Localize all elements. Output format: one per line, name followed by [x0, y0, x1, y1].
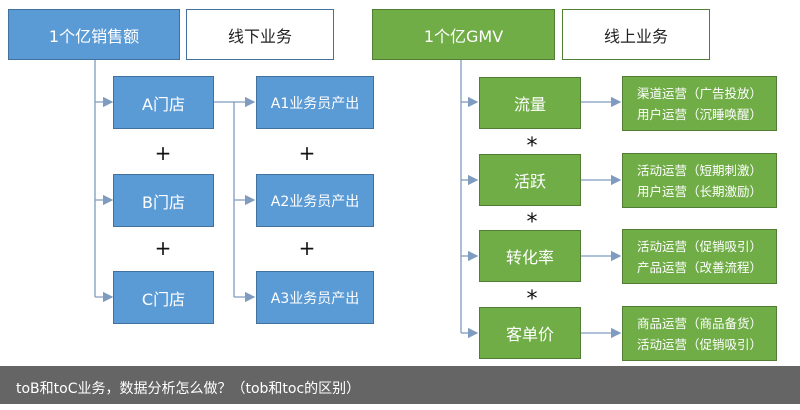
detail-traffic-box: 渠道运营（广告投放） 用户运营（沉睡唤醒）	[622, 76, 777, 131]
detail-line: 用户运营（长期激励）	[636, 183, 762, 199]
store-c-box: C门店	[113, 271, 214, 324]
store-a-label: A门店	[142, 94, 185, 114]
store-b-label: B门店	[142, 192, 185, 212]
detail-line: 渠道运营（广告投放）	[636, 85, 762, 101]
multiply-sign: *	[526, 134, 538, 159]
detail-conversion-box: 活动运营（促销吸引） 产品运营（改善流程）	[622, 229, 777, 284]
online-label-box: 线上业务	[562, 9, 710, 60]
detail-active-box: 活动运营（短期刺激） 用户运营（长期激励）	[622, 153, 777, 208]
detail-aov-box: 商品运营（商品备货） 活动运营（促销吸引）	[622, 306, 777, 361]
detail-line: 商品运营（商品备货）	[636, 315, 762, 331]
offline-header-text: 1个亿销售额	[48, 26, 140, 46]
store-c-label: C门店	[141, 289, 186, 309]
staff-a3-box: A3业务员产出	[256, 271, 374, 324]
caption-overlay	[0, 366, 800, 404]
plus-sign: +	[298, 141, 316, 165]
plus-sign: +	[154, 141, 172, 165]
online-label-text: 线上业务	[603, 26, 668, 46]
store-a-box: A门店	[113, 76, 214, 129]
plus-sign: +	[154, 236, 172, 260]
staff-a1-label: A1业务员产出	[270, 95, 360, 112]
metric-aov-box: 客单价	[479, 307, 581, 359]
detail-line: 活动运营（促销吸引）	[636, 238, 762, 254]
staff-a1-box: A1业务员产出	[256, 76, 374, 129]
metric-traffic-label: 流量	[513, 95, 546, 114]
staff-a3-label: A3业务员产出	[270, 290, 360, 307]
caption-text: toB和toC业务，数据分析怎么做？（tob和toc的区别）	[16, 381, 361, 397]
multiply-sign: *	[526, 287, 538, 312]
metric-active-box: 活跃	[479, 154, 581, 206]
online-header-box: 1个亿GMV	[372, 9, 555, 60]
detail-line: 产品运营（改善流程）	[636, 259, 762, 275]
metric-aov-label: 客单价	[505, 325, 554, 344]
detail-line: 活动运营（促销吸引）	[636, 336, 762, 352]
multiply-sign: *	[526, 210, 538, 235]
plus-sign: +	[298, 236, 316, 260]
metric-conversion-box: 转化率	[479, 230, 581, 282]
detail-line: 用户运营（沉睡唤醒）	[636, 106, 762, 122]
offline-header-box: 1个亿销售额	[8, 9, 180, 60]
online-header-text: 1个亿GMV	[423, 26, 504, 46]
offline-label-box: 线下业务	[186, 9, 334, 60]
detail-line: 活动运营（短期刺激）	[636, 162, 762, 178]
metric-active-label: 活跃	[513, 172, 546, 191]
store-b-box: B门店	[113, 174, 214, 227]
staff-a2-label: A2业务员产出	[270, 193, 360, 210]
metric-traffic-box: 流量	[479, 77, 581, 129]
offline-label-text: 线下业务	[227, 26, 292, 46]
metric-conversion-label: 转化率	[505, 248, 554, 267]
staff-a2-box: A2业务员产出	[256, 174, 374, 227]
